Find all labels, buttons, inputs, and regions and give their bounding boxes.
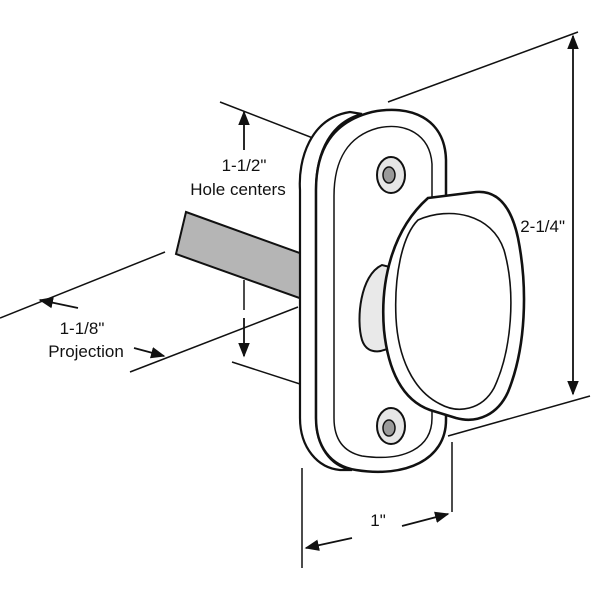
width-arrow-left bbox=[304, 537, 353, 551]
height-top-extension-line bbox=[387, 31, 579, 103]
hole-centers-caption: Hole centers bbox=[190, 180, 285, 199]
projection-value: 1-1/8" bbox=[60, 319, 105, 338]
top-screw-hole bbox=[376, 156, 406, 194]
projection-arrow-right bbox=[133, 347, 166, 359]
plate-rim bbox=[333, 125, 433, 459]
knob-face bbox=[394, 212, 512, 410]
thumb-knob bbox=[382, 190, 526, 421]
hole-bottom-extension-line bbox=[231, 361, 301, 385]
projection-left-extension-line bbox=[0, 251, 166, 319]
projection-right-extension-line bbox=[129, 306, 299, 373]
hole-centers-value: 1-1/2" bbox=[222, 156, 267, 175]
width-arrow-right bbox=[401, 511, 450, 527]
height-bottom-extension-line bbox=[447, 395, 591, 437]
hole-top-extension-line bbox=[219, 101, 319, 141]
height-value: 2-1/4" bbox=[520, 217, 565, 236]
dimension-arrows bbox=[38, 34, 579, 551]
width-value: 1" bbox=[370, 511, 386, 530]
projection-arrow-left bbox=[38, 297, 79, 309]
projection-caption: Projection bbox=[48, 342, 124, 361]
extension-lines bbox=[0, 31, 591, 568]
spindle-shaft bbox=[174, 210, 310, 302]
bottom-screw-hole bbox=[376, 407, 406, 445]
